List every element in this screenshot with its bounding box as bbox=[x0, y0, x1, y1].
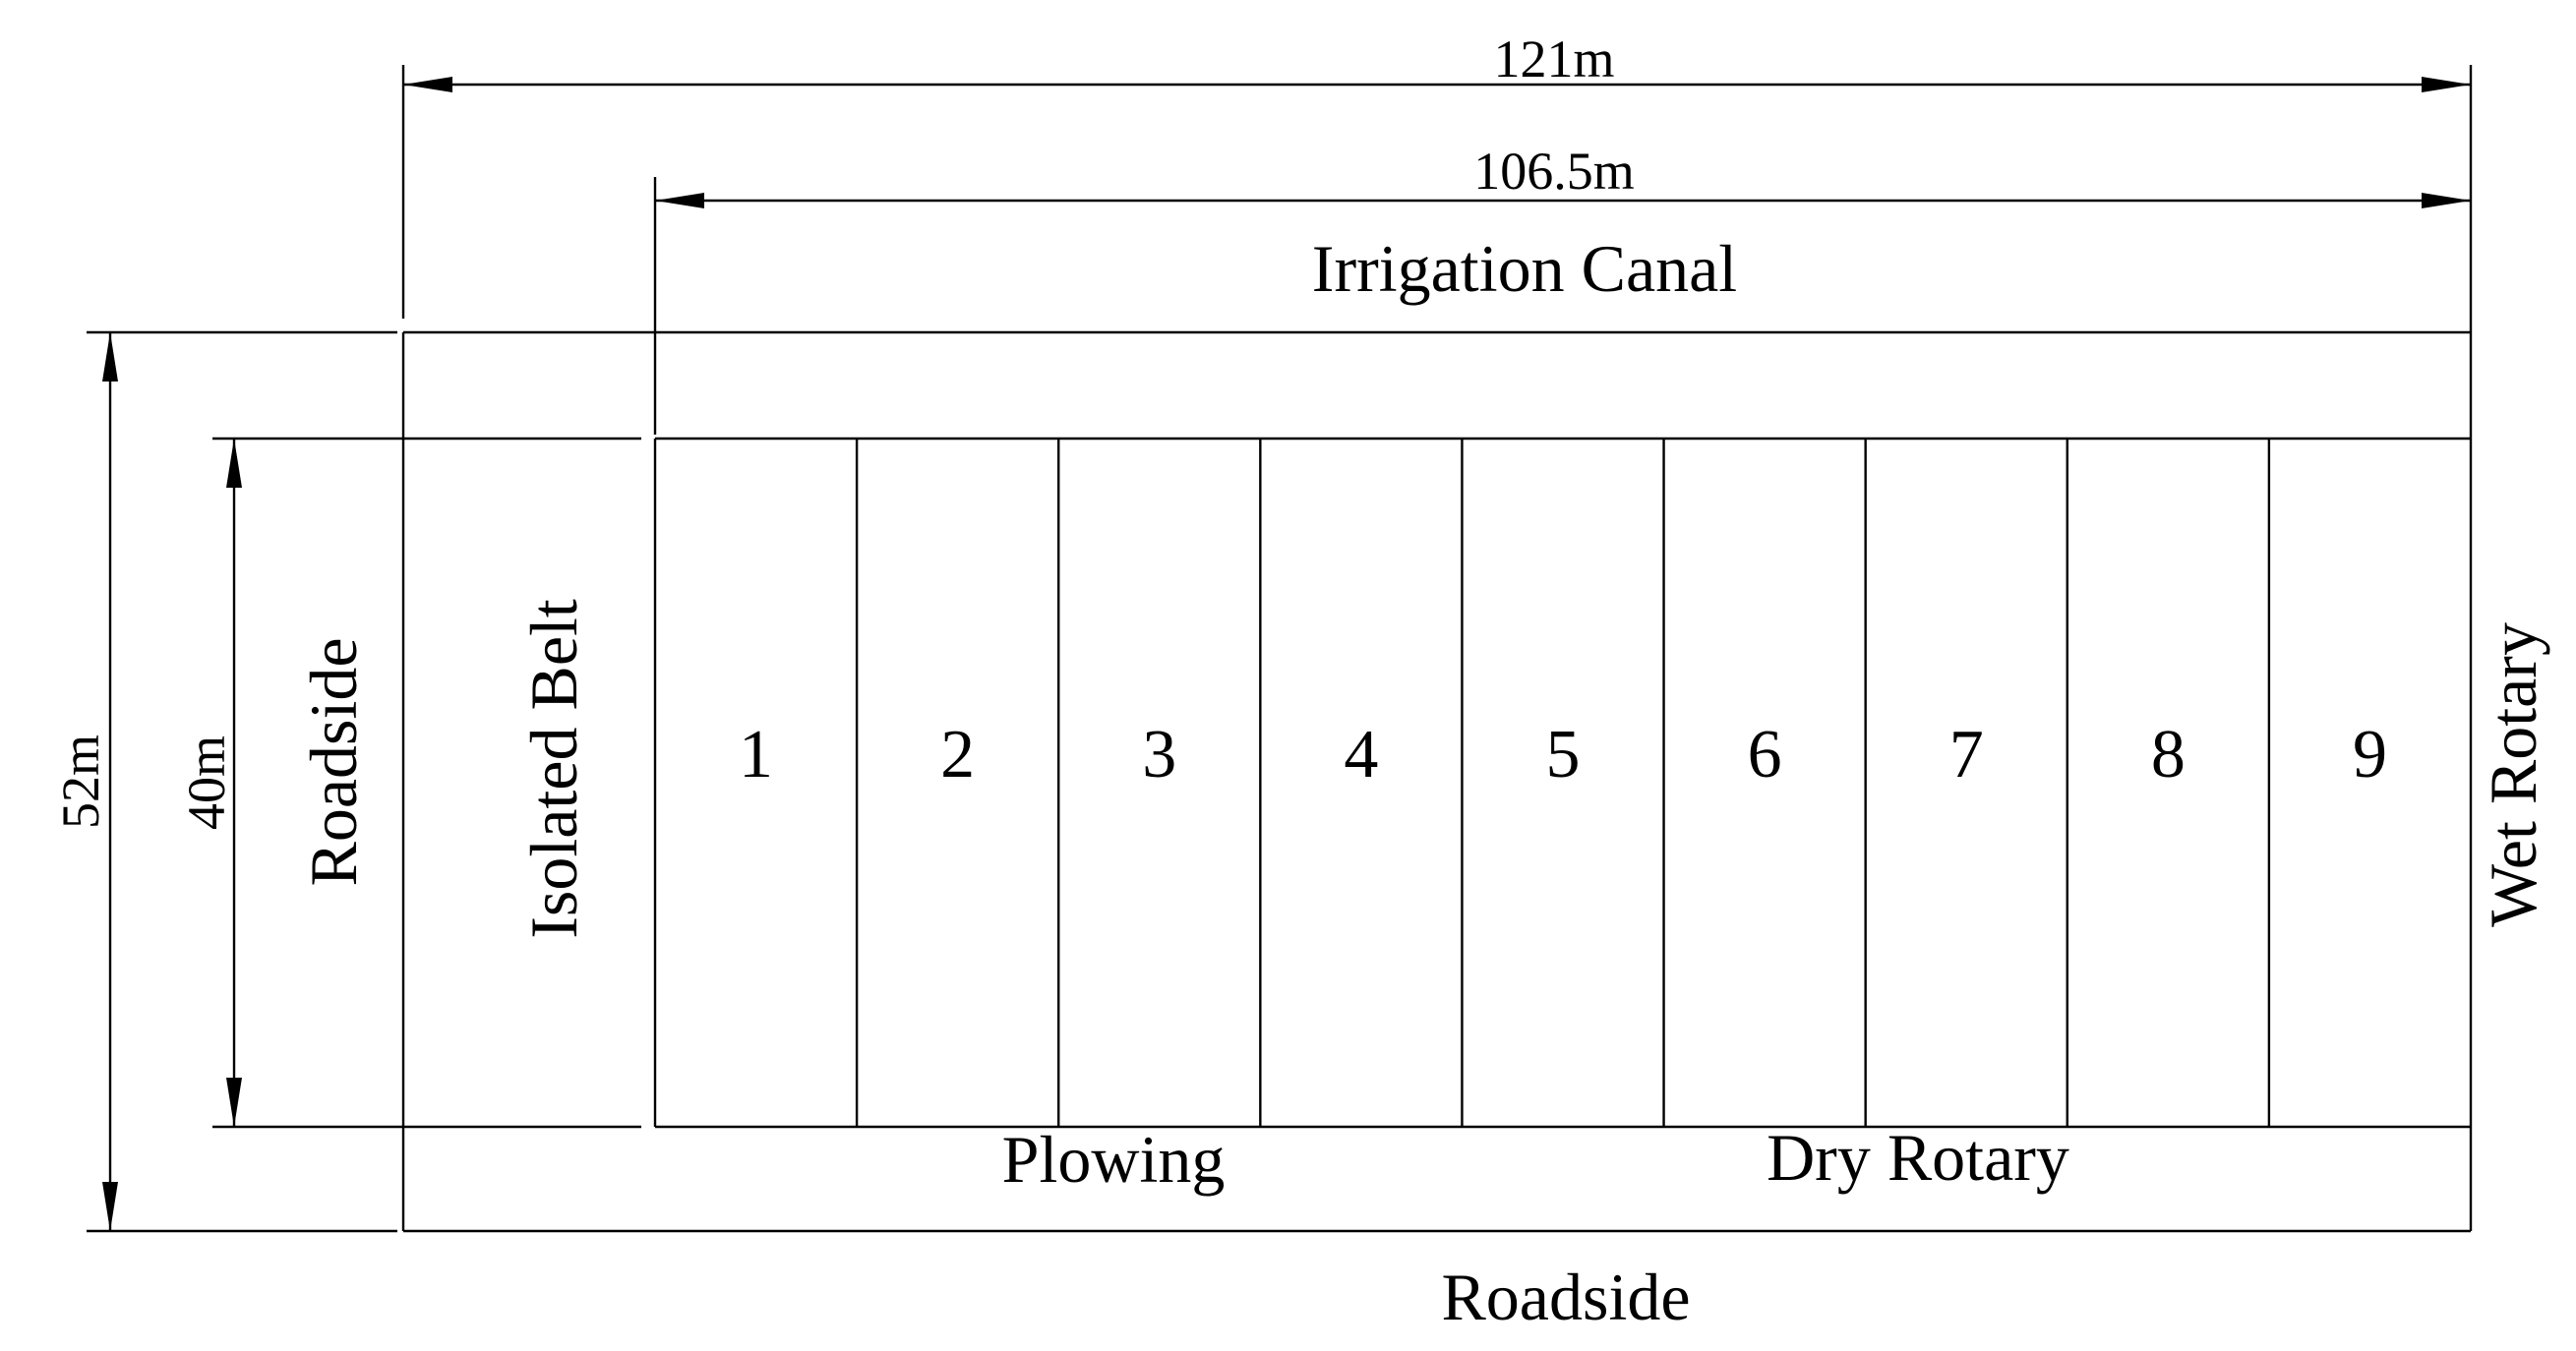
irrigation-canal-label: Irrigation Canal bbox=[1312, 231, 1737, 306]
field-outline bbox=[401, 330, 2473, 1233]
plot-number-3: 3 bbox=[1142, 717, 1176, 793]
dry-rotary-label: Dry Rotary bbox=[1767, 1120, 2069, 1195]
plot-number-5: 5 bbox=[1546, 717, 1581, 793]
plot-number-8: 8 bbox=[2151, 717, 2186, 793]
arrowhead-icon bbox=[2422, 193, 2471, 208]
arrowhead-icon bbox=[102, 1182, 118, 1231]
total-height-label: 52m bbox=[51, 734, 110, 829]
arrowhead-icon bbox=[2422, 77, 2471, 92]
total-width-label: 121m bbox=[1493, 29, 1614, 88]
arrowhead-icon bbox=[226, 439, 242, 488]
dimension-total-width: 121m bbox=[401, 29, 2473, 332]
plot-labels: 1 2 3 4 5 6 7 8 9 bbox=[739, 717, 2387, 793]
arrowhead-icon bbox=[403, 77, 452, 92]
arrowhead-icon bbox=[655, 193, 704, 208]
plot-grid bbox=[403, 437, 2471, 1129]
arrowhead-icon bbox=[102, 332, 118, 382]
isolated-belt-label: Isolated Belt bbox=[516, 599, 591, 939]
inner-width-label: 106.5m bbox=[1473, 142, 1635, 201]
plot-number-9: 9 bbox=[2353, 717, 2387, 793]
dimension-inner-width: 106.5m bbox=[653, 142, 2471, 332]
dimension-inner-height: 40m bbox=[177, 437, 403, 1129]
roadside-bottom-label: Roadside bbox=[1441, 1260, 1690, 1334]
plot-dividers bbox=[855, 439, 2271, 1127]
plot-number-2: 2 bbox=[940, 717, 975, 793]
plot-number-1: 1 bbox=[739, 717, 773, 793]
plot-number-7: 7 bbox=[1949, 717, 1984, 793]
arrowhead-icon bbox=[226, 1078, 242, 1127]
inner-height-label: 40m bbox=[177, 735, 236, 830]
plowing-label: Plowing bbox=[1002, 1122, 1226, 1197]
roadside-left-label: Roadside bbox=[296, 637, 371, 886]
wet-rotary-label: Wet Rotary bbox=[2476, 622, 2550, 927]
dimension-total-height: 52m bbox=[51, 330, 397, 1233]
plot-number-4: 4 bbox=[1344, 717, 1378, 793]
plot-number-6: 6 bbox=[1748, 717, 1782, 793]
